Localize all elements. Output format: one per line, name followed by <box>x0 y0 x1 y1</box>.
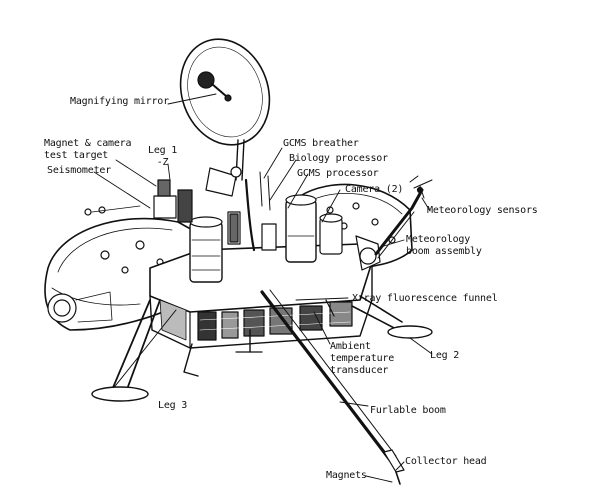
lander-body <box>149 243 373 349</box>
label-biology-processor: Biology processor <box>289 153 388 164</box>
label-gcms-breather: GCMS breather <box>283 138 359 149</box>
label-ambient-temperature-transducer: Ambient temperature transducer <box>330 341 395 376</box>
label-leg-2: Leg 2 <box>430 350 460 361</box>
label-gcms-processor: GCMS processor <box>297 168 379 179</box>
lander-legs <box>91 295 433 402</box>
label-magnets: Magnets <box>326 470 367 481</box>
deck-instruments <box>84 166 381 283</box>
label-leg-3: Leg 3 <box>158 400 188 411</box>
label-seismometer: Seismometer <box>47 165 112 176</box>
label-magnifying-mirror: Magnifying mirror <box>70 96 169 107</box>
label-magnet-camera-target: Magnet & camera test target <box>44 138 132 161</box>
label-xray-funnel: X-ray fluorescence funnel <box>352 293 498 304</box>
label-meteorology-sensors: Meteorology sensors <box>427 205 538 216</box>
label-camera-2: Camera (2) <box>345 184 404 195</box>
meteorology-boom <box>374 175 433 259</box>
label-collector-head: Collector head <box>405 456 487 467</box>
label-meteorology-boom-assembly: Meteorology boom assembly <box>406 234 482 257</box>
antenna-dish <box>179 38 271 181</box>
label-leg-1: Leg 1 -Z <box>148 145 178 168</box>
leader-lines <box>93 93 433 483</box>
label-furlable-boom: Furlable boom <box>370 405 446 416</box>
